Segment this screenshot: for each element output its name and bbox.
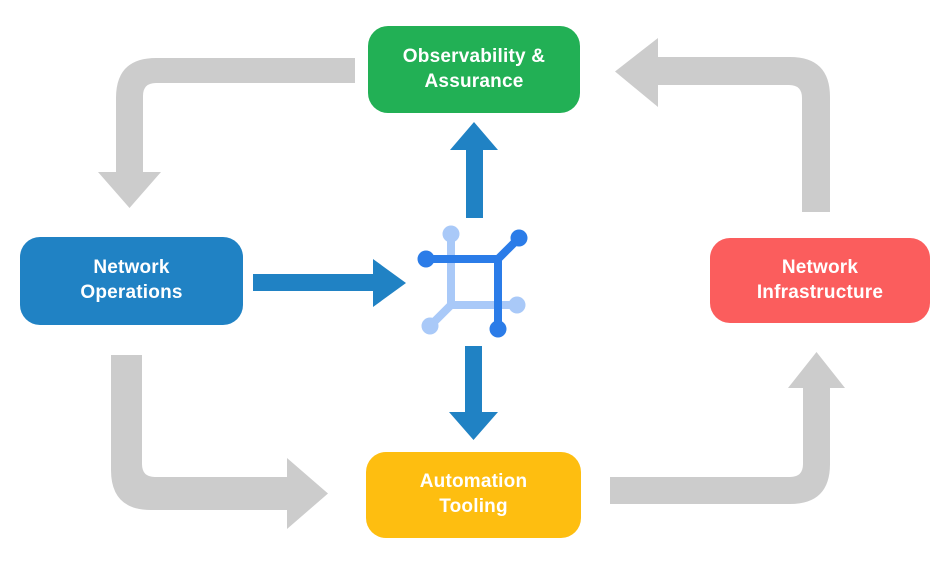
arrow-operations-to-automation [111,355,328,529]
arrow-center-to-observability [450,122,498,218]
arrow-observability-to-operations [98,58,355,208]
node-label-line2: Assurance [424,70,524,92]
node-observability-assurance: Observability & Assurance [368,26,580,113]
cycle-arrows [98,38,845,529]
blue-arrows [253,122,498,440]
node-label-line2: Tooling [439,496,508,517]
mesh-node-light-bottomleft [421,317,439,335]
node-label-line2: Operations [80,282,183,303]
node-label-line2: Infrastructure [756,281,884,303]
arrow-operations-to-center [253,259,406,307]
node-network-infrastructure: Network Infrastructure [710,238,930,323]
mesh-node-dark-topright [510,229,528,247]
arrow-center-to-automation [449,346,498,440]
network-mesh-icon [417,225,528,338]
mesh-node-dark-left [417,250,435,268]
node-automation-tooling: Automation Tooling [366,452,581,538]
mesh-node-light-right [508,296,526,314]
node-label-line1: Observability & [402,45,546,67]
mesh-node-light-top [442,225,460,243]
node-label-line1: Network [93,257,170,279]
arrow-automation-to-infrastructure [610,352,845,504]
node-label-line1: Network [781,256,859,278]
mesh-node-dark-bottom [489,320,507,338]
node-network-operations: Network Operations [20,237,243,325]
arrow-infrastructure-to-observability [615,38,830,212]
node-label-line1: Automation [419,471,528,493]
